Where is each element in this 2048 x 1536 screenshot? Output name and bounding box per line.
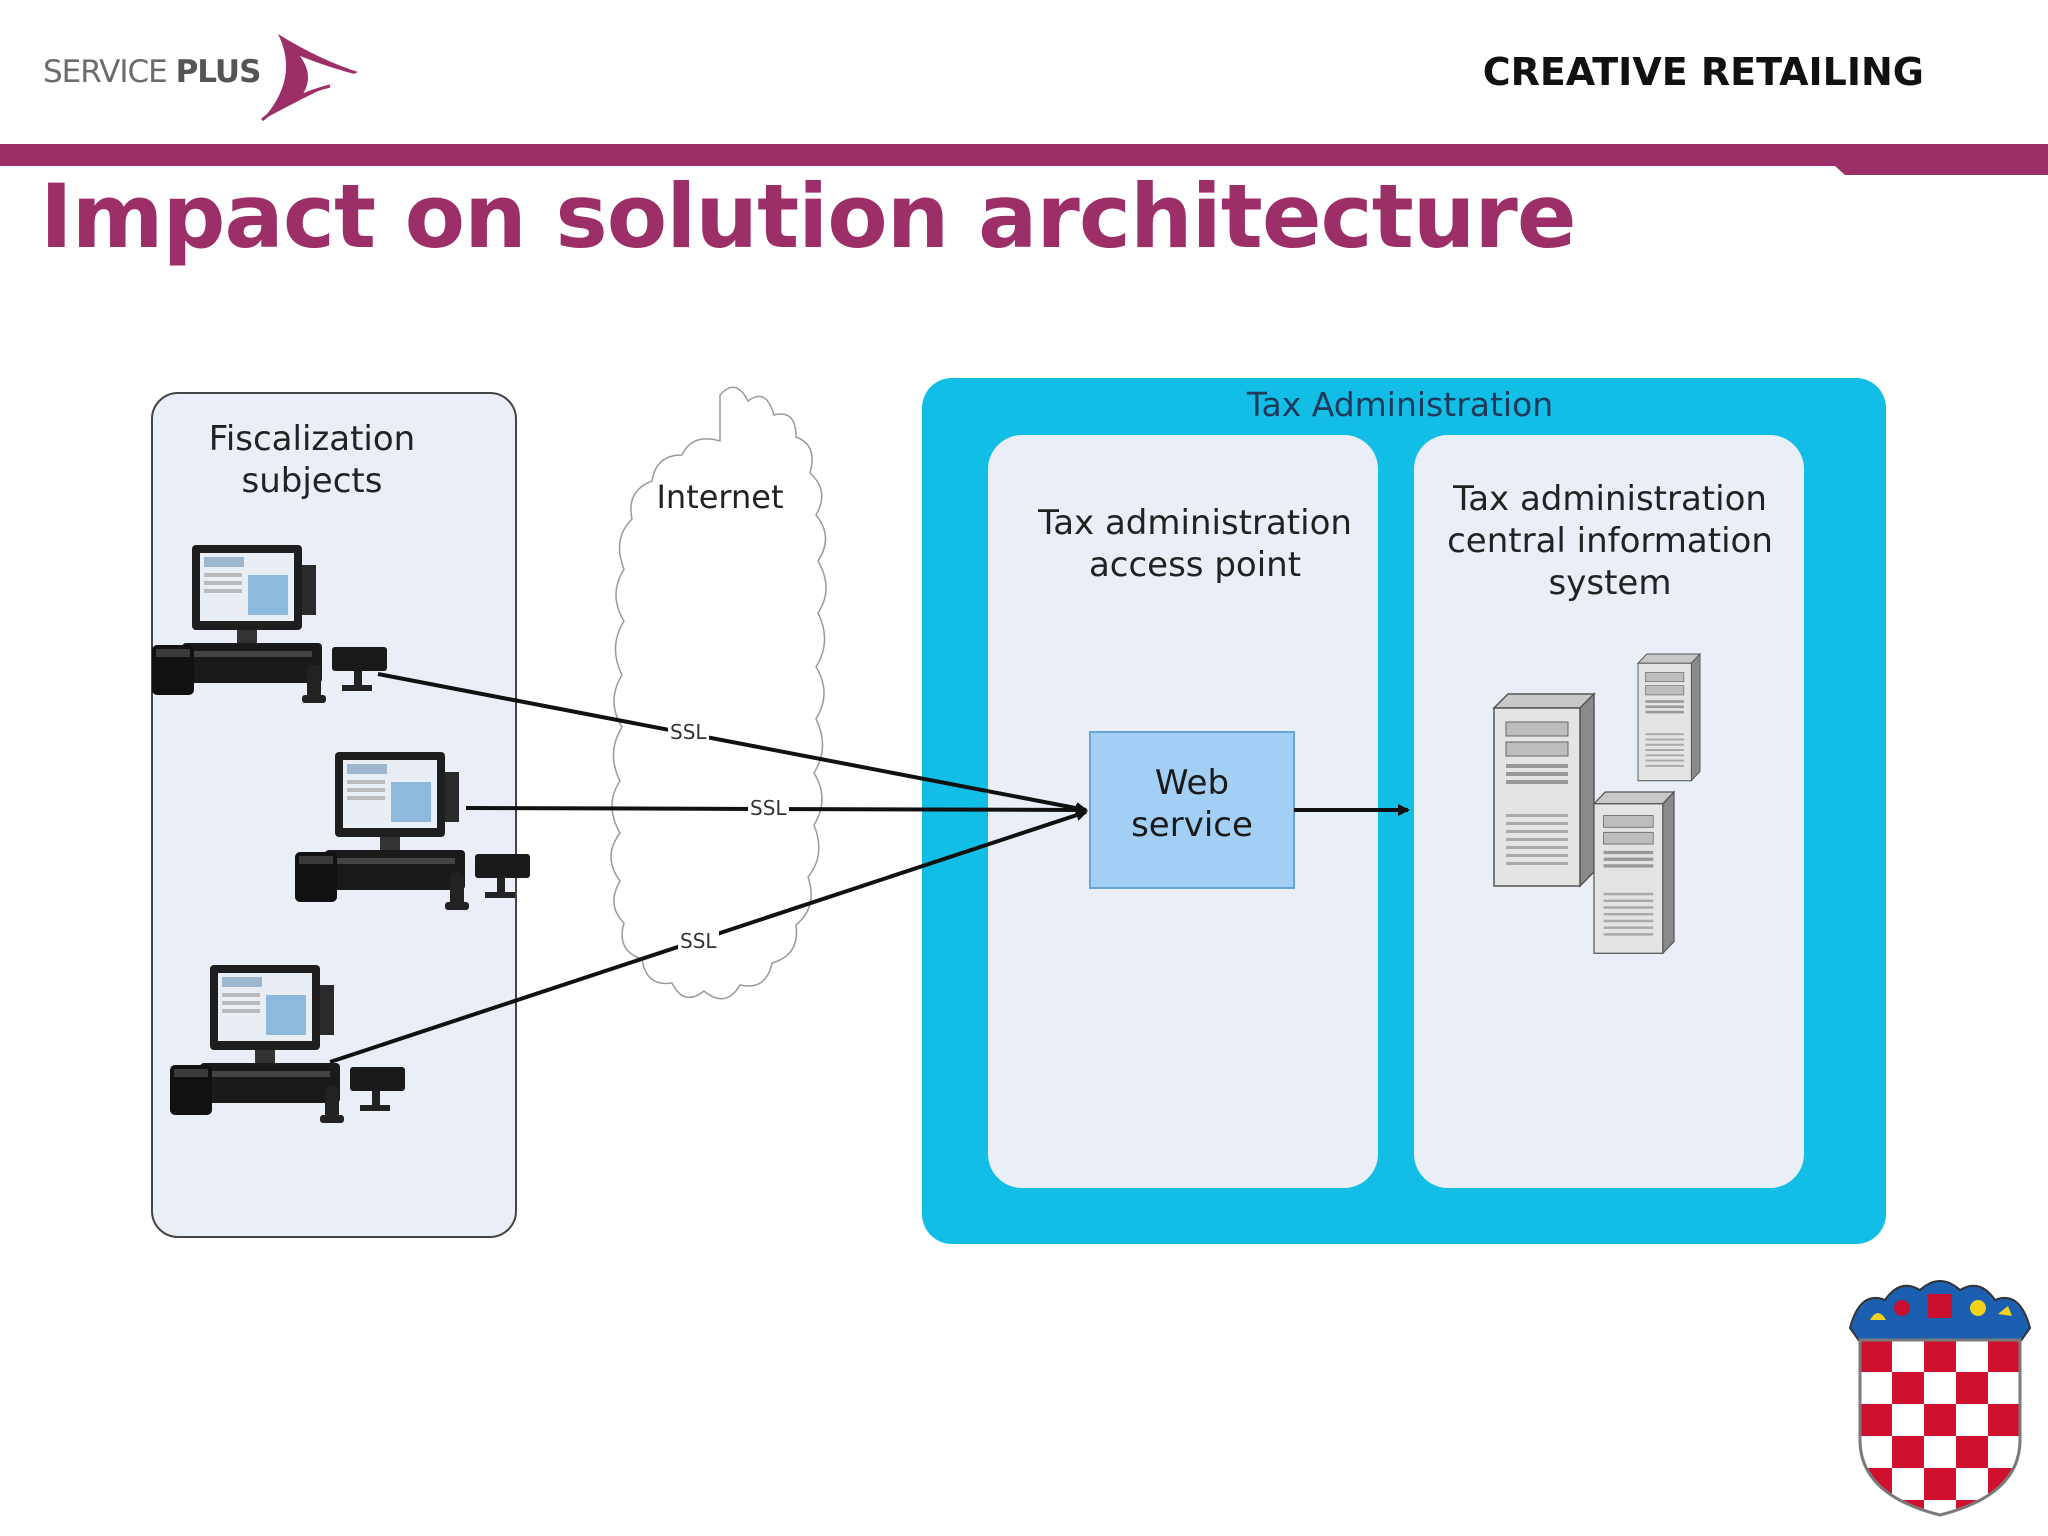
server-icon-3: [1593, 791, 1675, 954]
tax-administration-label: Tax Administration: [1246, 385, 1554, 424]
page-title: Impact on solution architecture: [40, 165, 1577, 268]
fiscalization-subjects-label: Fiscalization subjects: [208, 419, 416, 501]
header-band: [0, 34, 2048, 175]
logo-wordmark: SERVICE PLUS: [43, 54, 262, 90]
internet-label: Internet: [656, 478, 784, 516]
header-accent-bar: [0, 144, 2048, 175]
header-tagline: CREATIVE RETAILING: [1482, 50, 1924, 94]
web-service-label: Web service: [1131, 763, 1253, 845]
ssl-label-3: SSL: [678, 929, 719, 953]
logo-swoosh-icon: [261, 34, 362, 122]
logo-word-plus: PLUS: [175, 54, 262, 90]
web-service-box: [1089, 731, 1295, 889]
croatian-coat-of-arms-icon: [1848, 1280, 2032, 1517]
access-point-label: Tax administration access point: [1038, 503, 1352, 585]
logo-word-service: SERVICE: [43, 54, 168, 90]
ssl-label-2: SSL: [748, 796, 789, 820]
server-icon-1: [1493, 693, 1595, 887]
ssl-connection-1: [377, 672, 1088, 815]
internet-cloud: [610, 386, 827, 1000]
central-system-label: Tax administration central information s…: [1447, 479, 1773, 603]
ssl-label-1: SSL: [668, 720, 709, 744]
server-icon-2: [1637, 653, 1701, 782]
